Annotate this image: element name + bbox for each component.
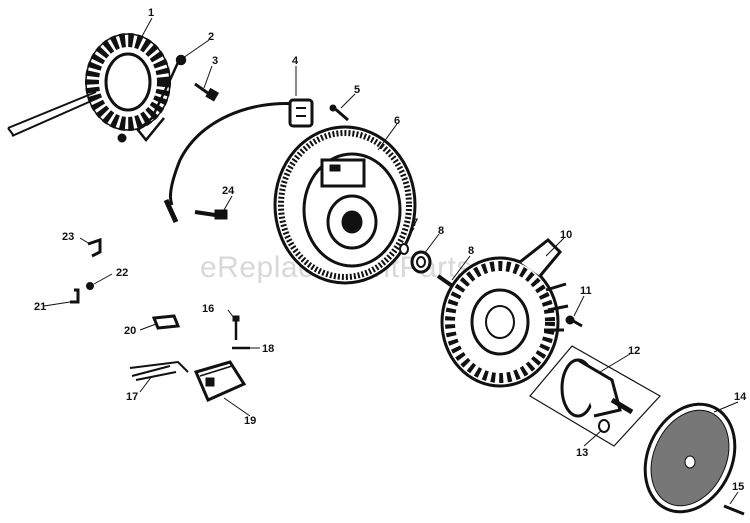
screw-5-part: [329, 104, 349, 122]
callout-2: 2: [208, 31, 214, 43]
washer-13-part: [598, 419, 610, 433]
block-20-part: [151, 314, 181, 330]
callout-8b: 8: [468, 245, 474, 257]
wire-harness-part: [129, 360, 189, 381]
rotating-screen-part: [643, 402, 737, 514]
callout-10: 10: [560, 229, 572, 241]
callout-20: 20: [124, 325, 136, 337]
screw-16-part: [232, 315, 240, 340]
callout-16: 16: [202, 303, 214, 315]
callout-6: 6: [394, 115, 400, 127]
screw-3-part: [194, 82, 220, 102]
callout-14: 14: [734, 391, 747, 403]
clip-21-part: [70, 288, 80, 304]
callout-22: 22: [116, 267, 128, 279]
callout-19: 19: [244, 415, 256, 427]
callout-7: 7: [412, 217, 418, 229]
callout-23: 23: [62, 231, 74, 243]
ignition-lead-part: [163, 98, 314, 224]
callout-4: 4: [292, 55, 299, 67]
screw-11-part: [565, 315, 583, 328]
cooling-fan-part: [440, 237, 569, 388]
spark-plug-part: [194, 209, 228, 220]
callout-3: 3: [212, 55, 218, 67]
flywheel-part: [273, 125, 417, 285]
callout-24: 24: [222, 185, 235, 197]
callout-11: 11: [580, 285, 592, 297]
screw-15-part: [723, 504, 745, 516]
leader-lines: [43, 17, 739, 505]
callout-12: 12: [628, 345, 640, 357]
callout-15: 15: [732, 481, 744, 493]
nut-22-part: [86, 282, 94, 290]
rectifier-part: [193, 360, 247, 402]
callout-21: 21: [34, 301, 46, 313]
nut-8-part: [410, 250, 432, 274]
callout-5: 5: [354, 84, 360, 96]
callout-8a: 8: [438, 225, 444, 237]
bracket-23-part: [87, 237, 102, 258]
callout-1: 1: [148, 7, 154, 19]
callout-labels: 1 2 3 4 5 6 7 8 8 10 11 12 13 14 15 16 1…: [34, 7, 747, 493]
stator-part: [7, 33, 171, 143]
callout-13: 13: [576, 447, 588, 459]
washer-7-part: [399, 243, 409, 255]
drive-cup-part: [529, 345, 661, 447]
callout-18: 18: [262, 343, 274, 355]
callout-17: 17: [126, 391, 138, 403]
